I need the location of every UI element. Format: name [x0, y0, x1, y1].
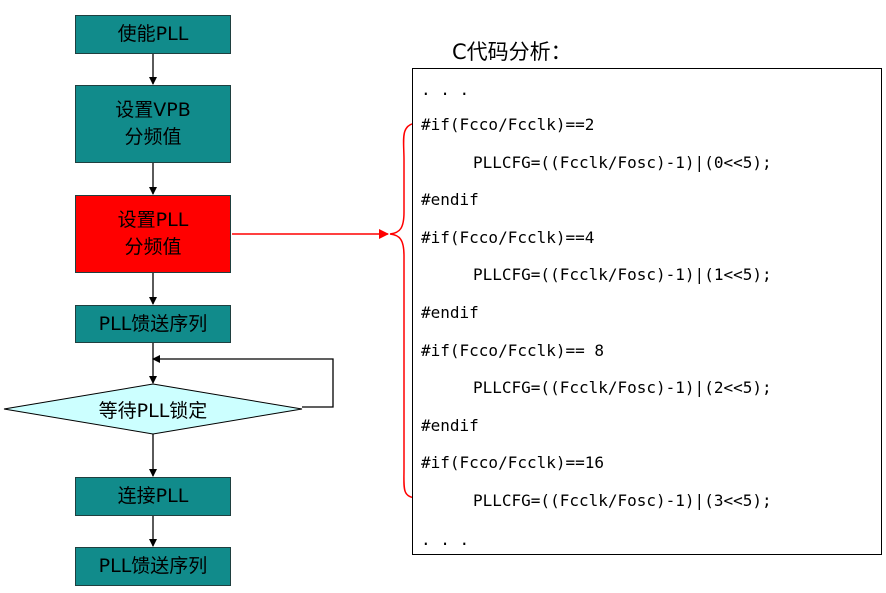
step-set-vpb-divider: 设置VPB 分频值 [75, 85, 231, 163]
code-ellipsis-bottom: . . . [421, 530, 470, 549]
code-line: #endif [421, 303, 479, 322]
code-line: #endif [421, 190, 479, 209]
step-connect-pll: 连接PLL [75, 477, 231, 516]
code-line: #if(Fcco/Fcclk)== 8 [421, 341, 605, 360]
code-line: #if(Fcco/Fcclk)==2 [421, 115, 595, 134]
code-ellipsis-top: . . . [421, 80, 470, 99]
step-pll-feed-sequence-2: PLL馈送序列 [75, 547, 231, 586]
step-wait-pll-lock-label: 等待PLL锁定 [98, 399, 208, 422]
code-line: #if(Fcco/Fcclk)==16 [421, 453, 605, 472]
step-label: 连接PLL [117, 485, 189, 507]
code-panel: . . . #if(Fcco/Fcclk)==2 PLLCFG=((Fcclk/… [412, 68, 882, 555]
code-analysis-title: C代码分析： [452, 40, 572, 64]
step-pll-feed-sequence: PLL馈送序列 [75, 305, 231, 343]
step-label: PLL馈送序列 [98, 312, 208, 335]
step-label: 设置VPB [115, 99, 191, 121]
step-label: 分频值 [124, 126, 182, 148]
code-line: #if(Fcco/Fcclk)==4 [421, 228, 595, 247]
code-line: PLLCFG=((Fcclk/Fosc)-1)|(1<<5); [473, 265, 772, 284]
step-label: 使能PLL [117, 23, 189, 45]
step-label: 分频值 [124, 236, 182, 258]
red-brace [389, 122, 417, 499]
loop-back-arrow [152, 355, 334, 408]
code-line: PLLCFG=((Fcclk/Fosc)-1)|(3<<5); [473, 491, 772, 510]
step-label: PLL馈送序列 [98, 555, 208, 577]
code-line: PLLCFG=((Fcclk/Fosc)-1)|(0<<5); [473, 153, 772, 172]
code-line: #endif [421, 416, 479, 435]
step-label: 设置PLL [117, 209, 189, 231]
step-enable-pll: 使能PLL [75, 15, 231, 54]
code-line: PLLCFG=((Fcclk/Fosc)-1)|(2<<5); [473, 378, 772, 397]
step-set-pll-divider: 设置PLL 分频值 [75, 195, 231, 273]
